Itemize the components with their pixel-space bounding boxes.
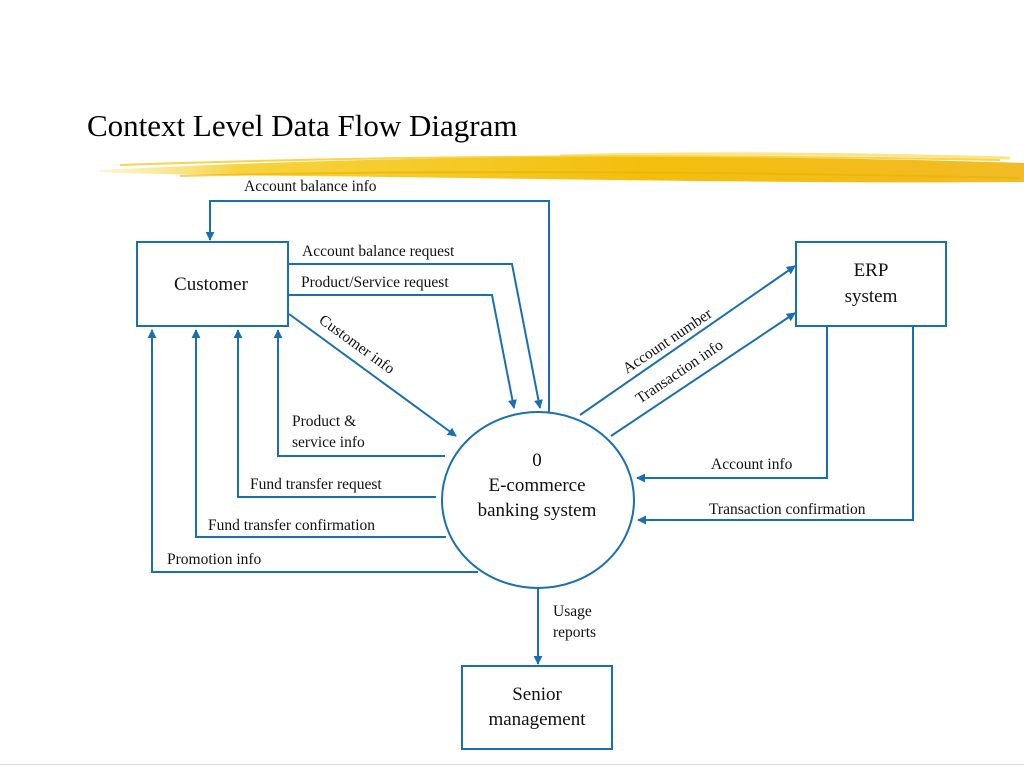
label-fund-transfer-request: Fund transfer request <box>250 476 382 493</box>
senior-label-line1: Senior <box>512 684 562 705</box>
flow-fund-transfer-request <box>233 329 436 498</box>
flow-transaction-info <box>610 312 796 437</box>
label-product-service-request: Product/Service request <box>301 274 449 291</box>
label-transaction-confirmation: Transaction confirmation <box>709 501 866 518</box>
flow-fund-transfer-confirmation <box>191 329 446 538</box>
flow-account-balance-request <box>288 263 543 409</box>
label-fund-transfer-confirmation: Fund transfer confirmation <box>208 517 375 534</box>
label-product-service-info-line1: Product & <box>292 413 356 430</box>
label-promotion-info: Promotion info <box>167 551 262 568</box>
flow-account-balance-info <box>205 200 550 412</box>
process-name-line1: E-commerce <box>488 475 585 496</box>
process-number: 0 <box>532 450 542 471</box>
erp-entity-box <box>795 241 947 327</box>
customer-entity-box <box>136 241 289 327</box>
customer-label: Customer <box>174 274 249 295</box>
label-account-balance-info: Account balance info <box>244 178 377 195</box>
senior-label-line2: management <box>488 709 586 730</box>
label-usage-reports-line2: reports <box>553 624 596 641</box>
process-name-line2: banking system <box>478 500 597 521</box>
label-usage-reports-line1: Usage <box>553 603 592 620</box>
flow-product-service-info <box>273 329 445 457</box>
flow-customer-info <box>288 313 457 437</box>
title-highlight-stroke <box>100 152 1024 183</box>
label-product-service-info-line2: service info <box>292 434 365 451</box>
flow-transaction-confirmation <box>637 326 914 525</box>
senior-management-entity-box <box>461 665 613 750</box>
flow-account-number <box>579 265 796 416</box>
flow-promotion-info <box>147 329 478 573</box>
erp-label-line1: ERP <box>854 260 889 281</box>
erp-label-line2: system <box>845 286 898 307</box>
label-account-balance-request: Account balance request <box>302 243 455 260</box>
label-customer-info: Customer info <box>316 311 398 377</box>
label-account-info: Account info <box>711 456 793 473</box>
flow-account-info <box>636 326 828 483</box>
footer-divider <box>0 764 1024 765</box>
flow-product-service-request <box>288 294 517 409</box>
slide-title: Context Level Data Flow Diagram <box>87 108 518 143</box>
